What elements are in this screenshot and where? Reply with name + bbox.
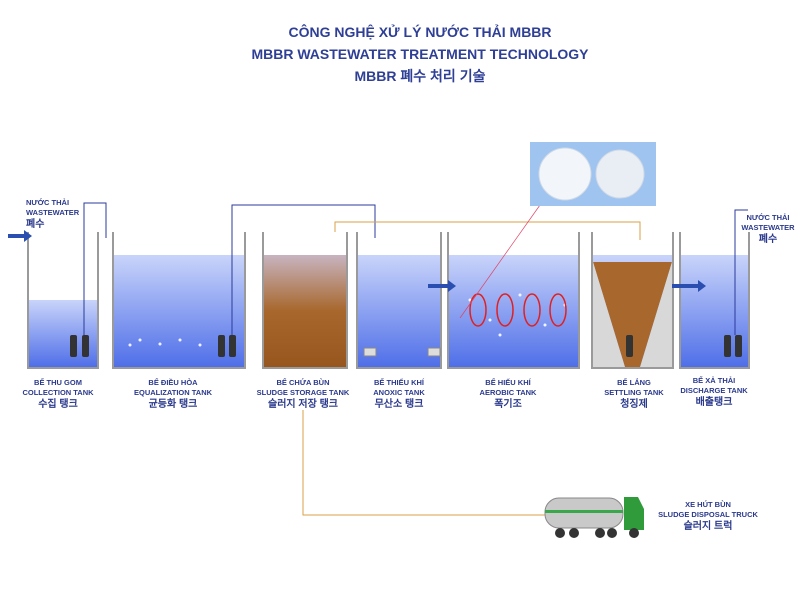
- pumps: [70, 335, 742, 357]
- mixer: [363, 347, 377, 357]
- circulation-arrows: [469, 293, 567, 327]
- tank-ko: 슬러지 저장 탱크: [268, 399, 338, 410]
- tank-vi: BỂ XẢ THẢI: [692, 376, 736, 385]
- title-english: MBBR WASTEWATER TREATMENT TECHNOLOGY: [251, 46, 589, 62]
- tank-vi: BỂ THU GOM: [34, 378, 82, 387]
- tank-ko: 폭기조: [494, 399, 522, 410]
- truck-vi: XE HÚT BÙN: [685, 500, 731, 509]
- outlet-vi: NƯỚC THẢI: [746, 213, 790, 222]
- tank-vi: BỂ LẮNG: [617, 378, 651, 387]
- tank-ko: 균등화 탱크: [148, 399, 198, 410]
- inlet-en: WASTEWATER: [26, 208, 80, 217]
- title-vietnamese: CÔNG NGHỆ XỬ LÝ NƯỚC THẢI MBBR: [288, 24, 552, 40]
- tank-en: SLUDGE STORAGE TANK: [256, 388, 350, 397]
- tank-en: COLLECTION TANK: [22, 388, 94, 397]
- sludge-tank-content: [264, 255, 346, 367]
- mixer: [427, 347, 441, 357]
- tank-ko: 청징제: [620, 399, 648, 410]
- tank-vi: BỂ ĐIỀU HÒA: [148, 378, 198, 387]
- title-korean: MBBR 폐수 처리 기술: [354, 68, 486, 84]
- inlet-vi: NƯỚC THẢI: [26, 198, 70, 207]
- truck-ko: 슬러지 트럭: [683, 521, 733, 532]
- tank-en: AEROBIC TANK: [479, 388, 537, 397]
- tank-vi: BỂ THIẾU KHÍ: [373, 378, 424, 387]
- outlet-ko: 폐수: [758, 234, 778, 245]
- flow-arrows: [8, 230, 706, 292]
- tank-en: EQUALIZATION TANK: [133, 388, 213, 397]
- sludge-truck-icon: [544, 497, 644, 538]
- settling-cone: [593, 262, 672, 367]
- mbbr-media-image: [530, 142, 656, 206]
- aeration-bubbles: [128, 293, 567, 347]
- tank-en: SETTLING TANK: [604, 388, 664, 397]
- tank-walls: [27, 232, 750, 369]
- truck-en: SLUDGE DISPOSAL TRUCK: [658, 510, 758, 519]
- tank-ko: 배출탱크: [695, 397, 733, 408]
- tank-en: DISCHARGE TANK: [680, 386, 748, 395]
- tank-ko: 수집 탱크: [38, 399, 78, 410]
- tank-ko: 무산소 탱크: [374, 399, 424, 410]
- tank-en: ANOXIC TANK: [373, 388, 425, 397]
- sludge-return-pipe: [302, 221, 641, 516]
- tank-vi: BỂ CHỨA BÙN: [276, 378, 330, 387]
- tank-vi: BỂ HIẾU KHÍ: [485, 378, 531, 387]
- outlet-en: WASTEWATER: [741, 223, 795, 232]
- inlet-ko: 폐수: [26, 219, 45, 230]
